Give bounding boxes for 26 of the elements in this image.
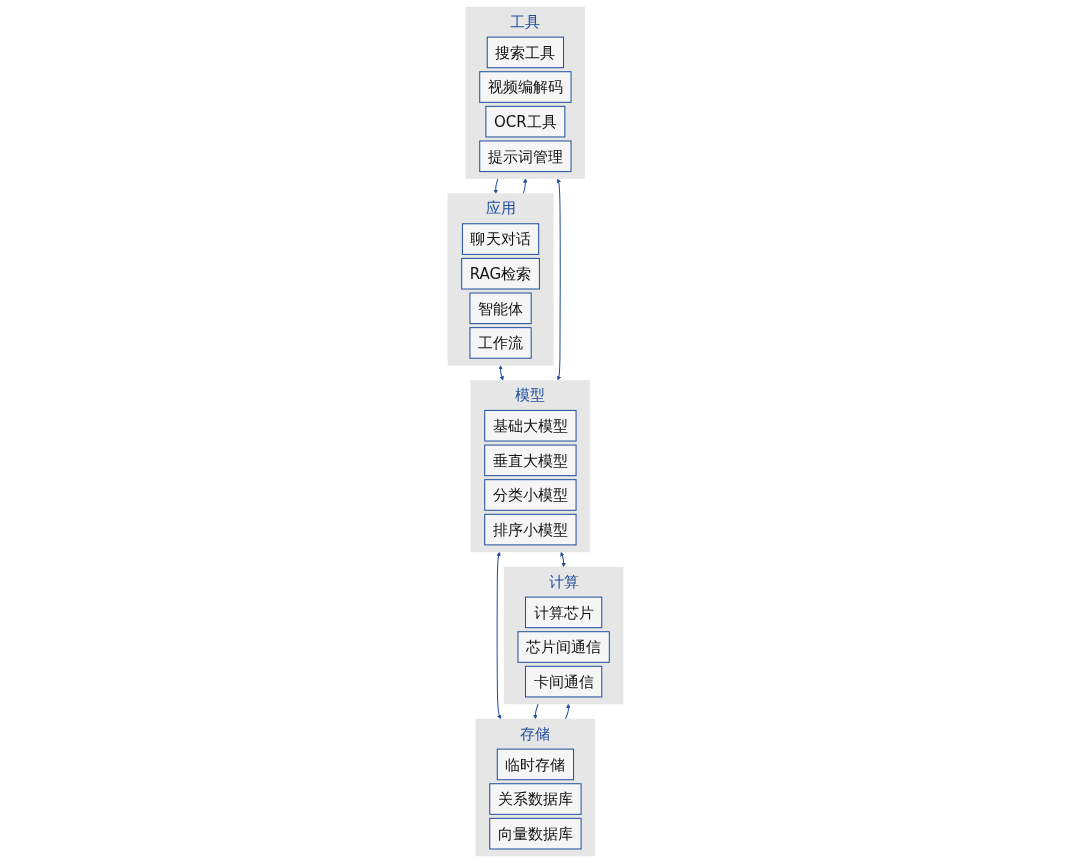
node-box: 搜索工具 [486,36,564,69]
node-box: 提示词管理 [479,140,572,173]
arrow [560,551,566,568]
node-box: 排序小模型 [484,513,577,546]
node-box: 智能体 [469,292,532,325]
arrow [556,178,562,381]
node-box: 聊天对话 [461,223,540,255]
arrow [493,178,499,194]
node-box: 分类小模型 [484,479,577,511]
node-box: 视频编解码 [479,71,572,103]
node-box: 临时存储 [496,748,575,781]
arrow [498,365,504,381]
arrow [496,551,502,720]
node-box: 芯片间通信 [517,631,610,663]
node-box: RAG检索 [461,257,540,290]
node-box: 关系数据库 [489,783,582,815]
node-box: 工作流 [469,327,532,359]
arrow [522,178,528,195]
node-box: 向量数据库 [489,817,582,850]
node-box: 计算芯片 [525,596,603,629]
arrow [564,703,571,720]
arrow [533,703,539,720]
node-box: OCR工具 [485,105,566,138]
node-box: 卡间通信 [525,665,603,698]
node-box: 基础大模型 [484,409,577,442]
node-box: 垂直大模型 [484,444,577,477]
